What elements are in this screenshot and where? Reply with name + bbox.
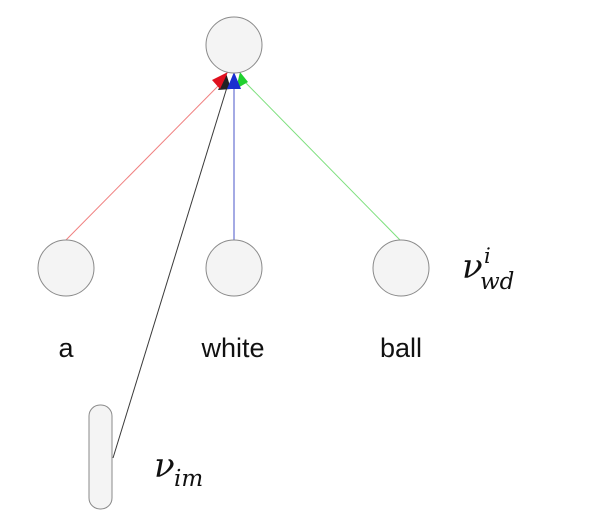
image-embedding-symbol: ν: [154, 446, 175, 486]
word-label-white: white: [200, 333, 264, 363]
word-embedding-symbol: ν: [462, 247, 483, 287]
edge-a-to-output: [65, 79, 225, 241]
arrowhead-a: [212, 72, 228, 89]
word-node-ball: [372, 239, 430, 297]
word-node-white: [205, 239, 263, 297]
edge-image-to-output: [112, 83, 229, 459]
word-label-ball: ball: [380, 333, 422, 363]
edge-ball-to-output: [242, 79, 401, 241]
image-embedding-subscript: im: [174, 466, 203, 492]
word-embedding-subscript: wd: [480, 269, 514, 295]
word-label-a: a: [58, 333, 74, 363]
word-embedding-superscript: i: [484, 244, 491, 268]
image-node: [88, 404, 113, 510]
word-node-a: [37, 239, 95, 297]
arrowhead-white: [227, 72, 241, 89]
output-node: [205, 16, 263, 74]
